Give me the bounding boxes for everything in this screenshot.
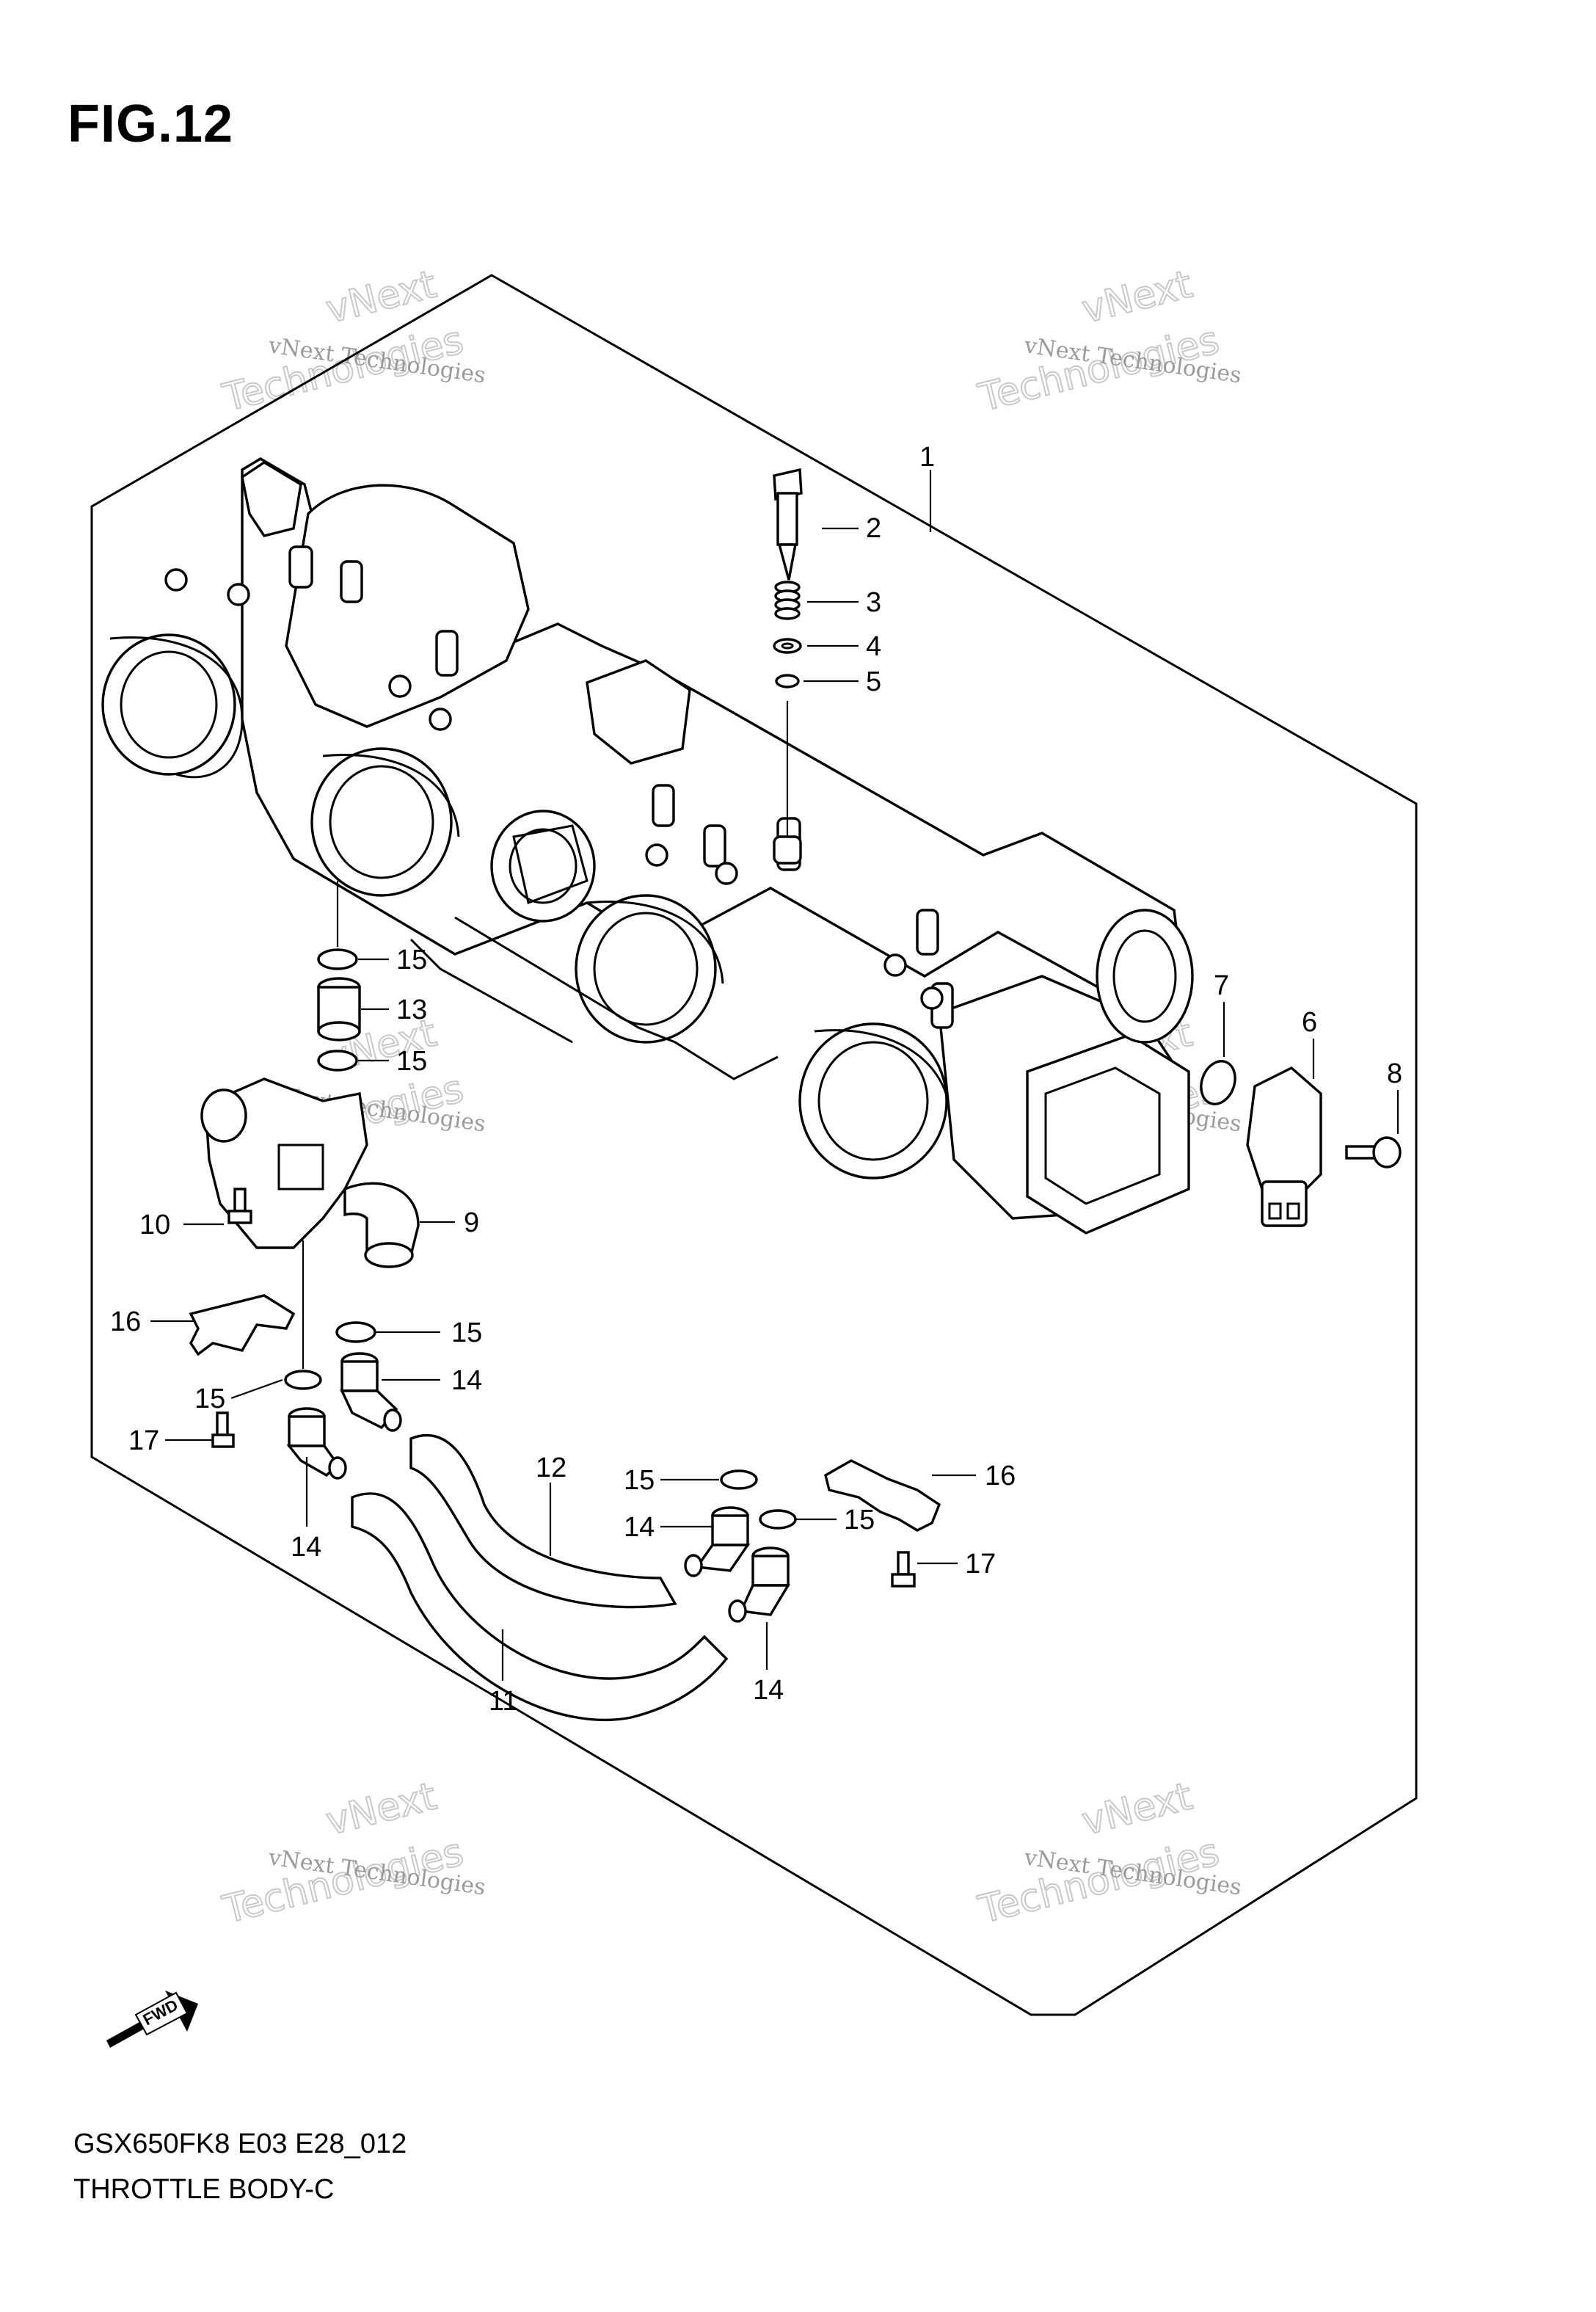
part-6-sensor bbox=[1246, 1066, 1322, 1227]
figure-title: FIG.12 bbox=[68, 95, 234, 153]
callout-15a: 15 bbox=[396, 945, 427, 975]
watermark-bottom-right: vNext Technologies vNext Technologies bbox=[974, 1774, 1243, 1933]
part-17-bolt-right bbox=[891, 1551, 916, 1588]
callout-11: 11 bbox=[489, 1686, 517, 1717]
part-15-o-ring-3 bbox=[335, 1321, 376, 1343]
part-15-o-ring-5 bbox=[720, 1469, 758, 1490]
callout-17b: 17 bbox=[965, 1549, 996, 1579]
watermark-top-right: vNext Technologies vNext Technologies bbox=[974, 262, 1243, 421]
part-14-elbow-2 bbox=[286, 1407, 347, 1480]
callout-5: 5 bbox=[866, 666, 881, 697]
callout-labels: 1 2 3 4 5 6 7 8 9 10 11 12 13 14 14 14 1… bbox=[110, 442, 1402, 1717]
callout-8: 8 bbox=[1387, 1058, 1402, 1089]
throttle-bore-4 bbox=[798, 1022, 948, 1179]
part-15-o-ring-6 bbox=[759, 1509, 797, 1530]
part-13-sleeve bbox=[317, 977, 361, 1042]
part-16-bracket-left bbox=[189, 1294, 296, 1356]
throttle-bore-1 bbox=[101, 633, 236, 776]
throttle-bore-2 bbox=[310, 747, 453, 897]
part-11-hose bbox=[351, 1492, 729, 1722]
part-12-hose bbox=[409, 1433, 677, 1609]
part-17-bolt-left bbox=[211, 1411, 235, 1448]
callout-1: 1 bbox=[919, 442, 935, 473]
part-5-o-ring bbox=[775, 674, 800, 688]
callout-16b: 16 bbox=[985, 1461, 1016, 1491]
svg-text:vNext: vNext bbox=[1078, 263, 1197, 332]
callout-14d: 14 bbox=[753, 1675, 784, 1706]
part-2-adjust-screw bbox=[773, 468, 803, 581]
callout-15b: 15 bbox=[396, 1046, 427, 1077]
throttle-body-assembly bbox=[101, 457, 1194, 1235]
callout-14b: 14 bbox=[291, 1532, 321, 1563]
svg-text:vNext: vNext bbox=[322, 263, 441, 332]
part-3-spring bbox=[774, 581, 801, 620]
callout-17a: 17 bbox=[128, 1425, 159, 1456]
part-10-bolt bbox=[227, 1188, 252, 1224]
part-14-elbow-3 bbox=[684, 1506, 751, 1577]
callout-15c: 15 bbox=[451, 1317, 482, 1348]
part-name: THROTTLE BODY-C bbox=[73, 2174, 335, 2205]
part-15-o-ring-2 bbox=[317, 1050, 358, 1072]
part-4-washer bbox=[773, 638, 802, 654]
callout-7: 7 bbox=[1214, 970, 1229, 1001]
callout-2: 2 bbox=[866, 513, 881, 544]
callout-14c: 14 bbox=[624, 1512, 655, 1543]
throttle-bore-3 bbox=[575, 894, 717, 1044]
part-15-o-ring-4 bbox=[284, 1370, 322, 1390]
svg-text:vNext: vNext bbox=[322, 1775, 441, 1844]
svg-text:vNext: vNext bbox=[1078, 1775, 1197, 1844]
callout-9: 9 bbox=[464, 1207, 479, 1238]
callout-15f: 15 bbox=[844, 1505, 875, 1535]
callout-15e: 15 bbox=[624, 1465, 655, 1496]
part-8-screw bbox=[1345, 1136, 1402, 1168]
model-code: GSX650FK8 E03 E28_012 bbox=[73, 2129, 407, 2159]
callout-13: 13 bbox=[396, 995, 427, 1025]
callout-6: 6 bbox=[1302, 1007, 1317, 1038]
leader-lines bbox=[150, 470, 1399, 1681]
part-14-elbow-1 bbox=[340, 1352, 402, 1432]
part-16-bracket-right bbox=[824, 1459, 941, 1532]
watermark-top-left: vNext Technologies vNext Technologies bbox=[218, 262, 487, 421]
part-14-elbow-4 bbox=[728, 1546, 791, 1623]
callout-4: 4 bbox=[866, 631, 881, 662]
part-7-o-ring bbox=[1200, 1060, 1236, 1105]
part-15-o-ring-1 bbox=[317, 948, 358, 970]
fwd-arrow-icon: FWD bbox=[106, 1991, 198, 2048]
watermark-bottom-left: vNext Technologies vNext Technologies bbox=[218, 1774, 487, 1933]
callout-14a: 14 bbox=[451, 1365, 482, 1396]
callout-16a: 16 bbox=[110, 1306, 141, 1337]
callout-12: 12 bbox=[536, 1453, 566, 1483]
callout-10: 10 bbox=[139, 1210, 170, 1240]
callout-15d: 15 bbox=[194, 1384, 225, 1414]
assembly-boundary bbox=[90, 274, 1418, 2016]
callout-3: 3 bbox=[866, 587, 881, 618]
